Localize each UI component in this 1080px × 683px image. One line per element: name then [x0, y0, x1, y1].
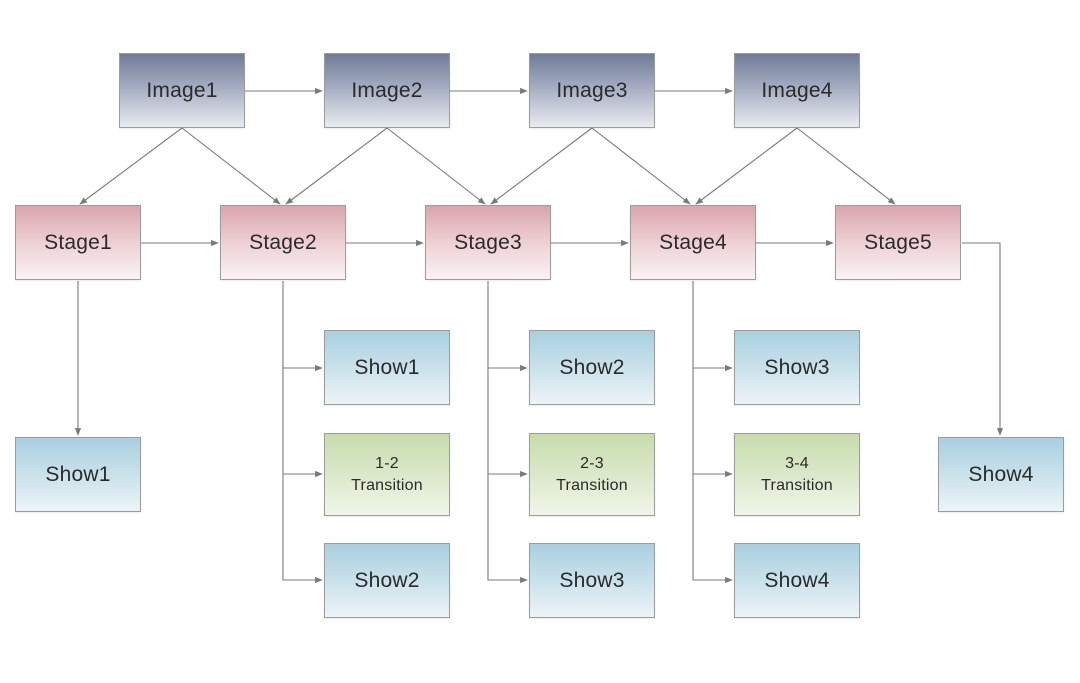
- image1-box: Image1: [119, 53, 245, 128]
- arrow-stage2-to-transition: [282, 368, 323, 478]
- arrow-stage4-to-transition: [692, 368, 733, 478]
- stage4-label: Stage4: [659, 230, 727, 254]
- stage5-show-box: Show4: [938, 437, 1064, 512]
- stage4-show-bottom-label: Show4: [764, 568, 830, 592]
- stage3-transition-box: 2-3 Transition: [529, 433, 655, 516]
- stage1-label: Stage1: [44, 230, 112, 254]
- arrow-image3-to-stage4: [591, 127, 691, 205]
- stage4-box: Stage4: [630, 205, 756, 280]
- image1-label: Image1: [146, 78, 218, 102]
- arrow-stage2-to-show1: [282, 281, 323, 372]
- arrow-stage3-to-show3: [487, 474, 528, 584]
- stage2-transition-line1: 1-2: [375, 454, 399, 472]
- stage2-label: Stage2: [249, 230, 317, 254]
- stage2-show-bottom-label: Show2: [354, 568, 420, 592]
- stage4-show-top-label: Show3: [764, 355, 830, 379]
- stage1-show-box: Show1: [15, 437, 141, 512]
- arrow-image4-to-stage5: [796, 127, 896, 205]
- stage2-box: Stage2: [220, 205, 346, 280]
- stage3-label: Stage3: [454, 230, 522, 254]
- stage4-transition-line2: Transition: [761, 476, 833, 494]
- stage2-show-top-label: Show1: [354, 355, 420, 379]
- image2-label: Image2: [351, 78, 423, 102]
- image3-label: Image3: [556, 78, 628, 102]
- image4-label: Image4: [761, 78, 833, 102]
- stage3-transition-line1: 2-3: [580, 454, 604, 472]
- stage2-transition-line2: Transition: [351, 476, 423, 494]
- stage4-show-bottom-box: Show4: [734, 543, 860, 618]
- arrow-image3-to-stage3: [490, 127, 593, 205]
- arrow-stage2-to-show2: [282, 474, 323, 584]
- image4-box: Image4: [734, 53, 860, 128]
- stage4-transition-line1: 3-4: [785, 454, 809, 472]
- stage3-show-top-label: Show2: [559, 355, 625, 379]
- stage2-transition-box: 1-2 Transition: [324, 433, 450, 516]
- stage5-label: Stage5: [864, 230, 932, 254]
- stage2-show-top-box: Show1: [324, 330, 450, 405]
- stage1-box: Stage1: [15, 205, 141, 280]
- arrow-image2-to-stage2: [285, 127, 388, 205]
- stage3-box: Stage3: [425, 205, 551, 280]
- arrow-image4-to-stage4: [695, 127, 798, 205]
- image2-box: Image2: [324, 53, 450, 128]
- stage3-show-bottom-label: Show3: [559, 568, 625, 592]
- stage3-show-bottom-box: Show3: [529, 543, 655, 618]
- arrow-stage3-to-transition: [487, 368, 528, 478]
- arrow-image1-to-stage1: [79, 127, 183, 205]
- arrow-stage4-to-show3: [692, 281, 733, 372]
- stage1-show-label: Show1: [45, 462, 111, 486]
- arrow-image2-to-stage3: [386, 127, 486, 205]
- image3-box: Image3: [529, 53, 655, 128]
- arrow-stage4-to-show4: [692, 474, 733, 584]
- stage3-transition-line2: Transition: [556, 476, 628, 494]
- stage4-transition-box: 3-4 Transition: [734, 433, 860, 516]
- stage5-show-label: Show4: [968, 462, 1034, 486]
- stage2-show-bottom-box: Show2: [324, 543, 450, 618]
- arrow-stage3-to-show2: [487, 281, 528, 372]
- stage4-show-top-box: Show3: [734, 330, 860, 405]
- stage5-box: Stage5: [835, 205, 961, 280]
- arrow-image1-to-stage2: [181, 127, 281, 205]
- stage3-show-top-box: Show2: [529, 330, 655, 405]
- arrow-stage5-to-show4: [962, 242, 1004, 436]
